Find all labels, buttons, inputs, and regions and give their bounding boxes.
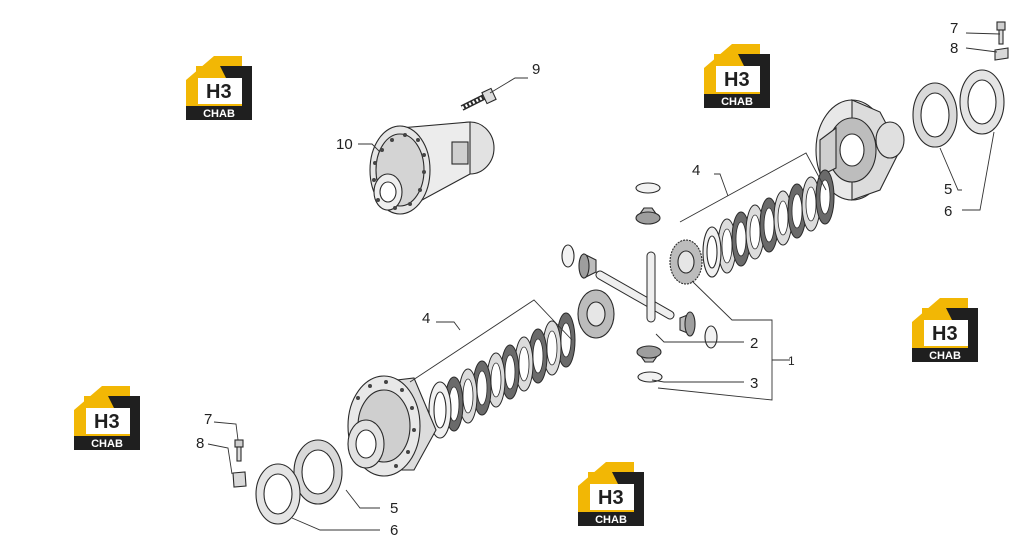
callout-5-right: 5 <box>944 181 952 198</box>
callout-6-right: 6 <box>944 203 952 220</box>
planet-gear-right <box>679 311 718 349</box>
callout-4-upper: 4 <box>692 162 700 179</box>
callout-9: 9 <box>532 61 540 78</box>
planet-gear-top <box>635 182 661 225</box>
callout-6-bottom: 6 <box>390 522 398 539</box>
callout-10: 10 <box>336 136 353 153</box>
right-half-housing <box>815 99 905 201</box>
top-right-bolt-part-7 <box>996 21 1006 45</box>
assembled-differential-housing <box>369 121 495 215</box>
top-right-lock-plate-part-8 <box>994 47 1009 61</box>
watermark-word: CHAB <box>595 514 627 526</box>
planet-gear-bottom <box>636 345 663 383</box>
watermark-mark: H3 <box>206 81 232 103</box>
watermark-word: CHAB <box>203 108 235 120</box>
callout-8-left: 8 <box>196 435 204 452</box>
bolt-part-9 <box>460 87 497 111</box>
lower-bearing-part-5 <box>293 439 343 505</box>
watermark-word: CHAB <box>929 350 961 362</box>
leader-lines <box>207 32 1001 531</box>
lower-half-housing <box>347 375 437 477</box>
callout-1: 1 <box>788 354 795 368</box>
watermark-mark: H3 <box>598 487 624 509</box>
watermark-logo: H3 CHAB <box>186 56 252 120</box>
lower-left-bolt-part-7 <box>234 439 244 462</box>
watermark-logo: H3 CHAB <box>912 298 978 362</box>
watermark-logo: H3 CHAB <box>578 462 644 526</box>
callout-2: 2 <box>750 335 758 352</box>
upper-clutch-disc-pack <box>702 169 835 278</box>
callout-7-left: 7 <box>204 411 212 428</box>
lower-ring-nut-part-6 <box>255 463 301 525</box>
callout-4-lower: 4 <box>422 310 430 327</box>
lower-clutch-disc-pack <box>428 312 576 439</box>
callout-3: 3 <box>750 375 758 392</box>
watermark-word: CHAB <box>91 438 123 450</box>
watermark-logo: H3 CHAB <box>74 386 140 450</box>
watermark-mark: H3 <box>932 323 958 345</box>
planet-gear-left <box>561 244 597 279</box>
lower-side-gear <box>577 289 615 339</box>
callout-8-top: 8 <box>950 40 958 57</box>
watermark-mark: H3 <box>94 411 120 433</box>
watermark-word: CHAB <box>721 96 753 108</box>
right-bearing-part-5 <box>912 82 958 148</box>
cross-shaft <box>595 251 675 323</box>
callout-5-bottom: 5 <box>390 500 398 517</box>
right-ring-nut-part-6 <box>959 69 1005 135</box>
callout-7-top: 7 <box>950 20 958 37</box>
watermark-mark: H3 <box>724 69 750 91</box>
watermark-logo: H3 CHAB <box>704 44 770 108</box>
lower-left-lock-plate-part-8 <box>232 471 247 488</box>
callout-labels: 9 10 4 4 2 1 3 5 6 7 8 5 6 7 8 <box>196 20 958 539</box>
upper-side-gear <box>669 239 703 285</box>
